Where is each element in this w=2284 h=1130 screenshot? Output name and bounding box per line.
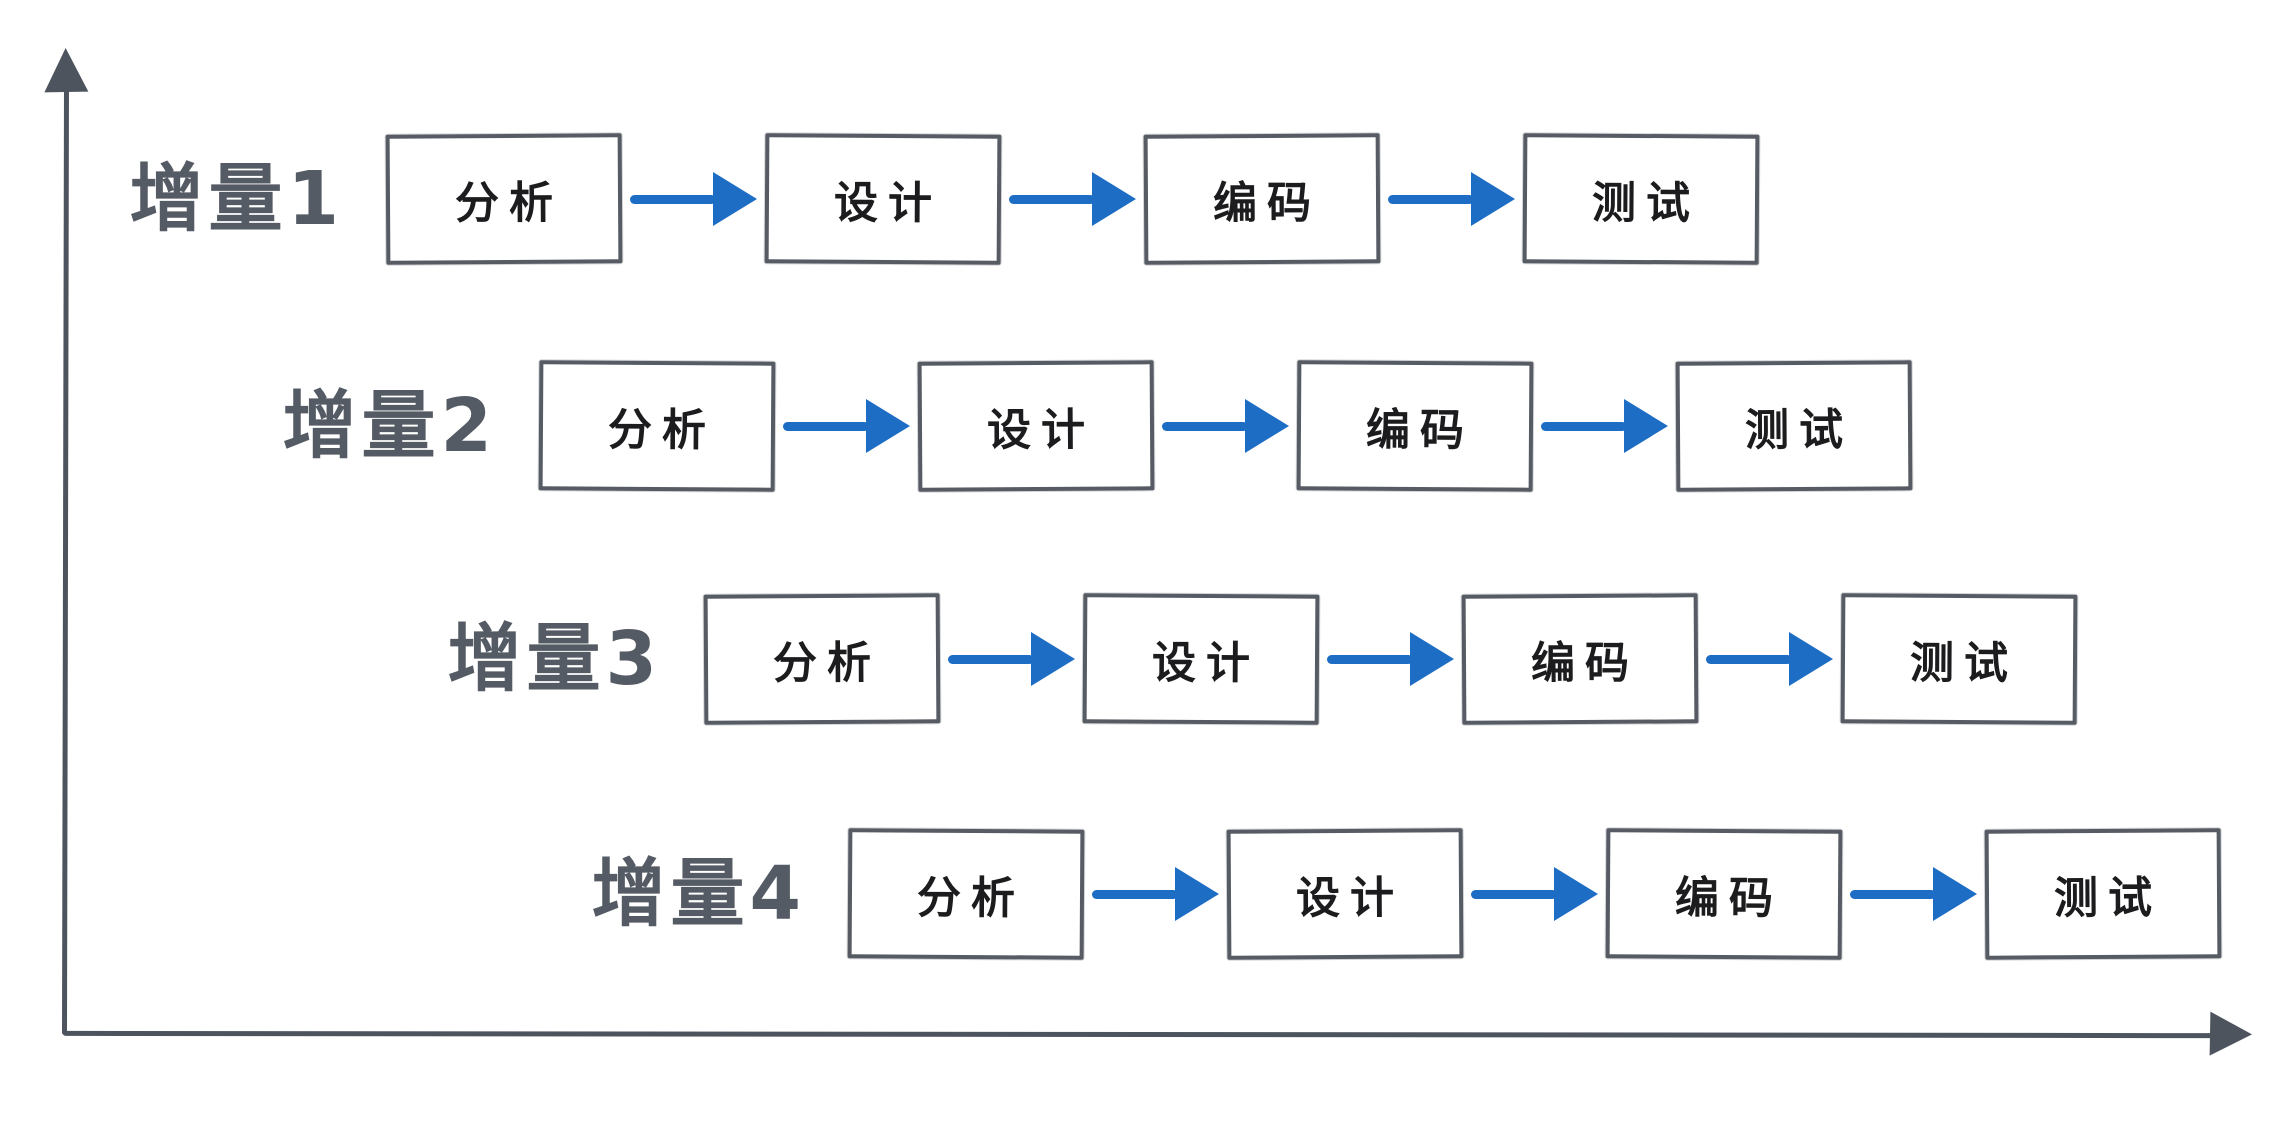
increment-row-3: 增量3 分析 设计 编码 测试 xyxy=(404,593,2078,725)
stage-box-coding: 编码 xyxy=(1605,828,1843,960)
arrow-shaft xyxy=(1388,194,1474,204)
x-axis-line xyxy=(62,1030,2214,1039)
stage-box-design: 设计 xyxy=(1226,828,1464,960)
arrow-head xyxy=(1092,172,1136,226)
increment-label: 增量4 xyxy=(591,851,806,937)
arrow-shaft xyxy=(1162,421,1248,431)
stage-box-design: 设计 xyxy=(917,360,1155,492)
arrow-shaft xyxy=(1092,889,1178,899)
flow-arrow-icon xyxy=(1084,867,1227,921)
arrow-head xyxy=(1175,867,1219,921)
increment-row-4: 增量4 分析 设计 编码 测试 xyxy=(548,828,2222,960)
stage-box-testing: 测试 xyxy=(1840,593,2078,725)
stage-box-analysis: 分析 xyxy=(538,360,776,492)
arrow-shaft xyxy=(1706,654,1792,664)
flow-arrow-icon xyxy=(1380,172,1523,226)
arrow-shaft xyxy=(783,421,869,431)
arrow-shaft xyxy=(948,654,1034,664)
flow-arrow-icon xyxy=(775,399,918,453)
flow-arrow-icon xyxy=(1154,399,1297,453)
arrow-head xyxy=(1933,867,1977,921)
arrow-shaft xyxy=(1541,421,1627,431)
stage-box-analysis: 分析 xyxy=(703,593,941,725)
flow-arrow-icon xyxy=(622,172,765,226)
stage-box-testing: 测试 xyxy=(1522,133,1760,265)
y-axis-arrow-up-icon xyxy=(43,47,89,93)
increment-row-2: 增量2 分析 设计 编码 测试 xyxy=(239,360,1913,492)
flow-arrow-icon xyxy=(1319,632,1462,686)
arrow-head xyxy=(1031,632,1075,686)
increment-label: 增量3 xyxy=(447,616,662,702)
stage-box-testing: 测试 xyxy=(1675,360,1913,492)
flow-arrow-icon xyxy=(1533,399,1676,453)
arrow-shaft xyxy=(1471,889,1557,899)
stage-box-coding: 编码 xyxy=(1143,133,1381,265)
stage-box-coding: 编码 xyxy=(1296,360,1534,492)
arrow-head xyxy=(1789,632,1833,686)
arrow-shaft xyxy=(1850,889,1936,899)
arrow-shaft xyxy=(1327,654,1413,664)
stage-box-analysis: 分析 xyxy=(385,133,623,265)
arrow-head xyxy=(713,172,757,226)
arrow-head xyxy=(866,399,910,453)
arrow-head xyxy=(1624,399,1668,453)
arrow-shaft xyxy=(630,194,716,204)
increment-row-1: 增量1 分析 设计 编码 测试 xyxy=(86,133,1760,265)
flow-arrow-icon xyxy=(1001,172,1144,226)
arrow-head xyxy=(1471,172,1515,226)
stage-box-coding: 编码 xyxy=(1461,593,1699,725)
flow-arrow-icon xyxy=(1842,867,1985,921)
arrow-head xyxy=(1554,867,1598,921)
stage-box-analysis: 分析 xyxy=(847,828,1085,960)
increment-label: 增量1 xyxy=(129,156,344,242)
stage-box-design: 设计 xyxy=(764,133,1002,265)
y-axis-line xyxy=(62,83,69,1036)
arrow-head xyxy=(1410,632,1454,686)
flow-arrow-icon xyxy=(1463,867,1606,921)
stage-box-design: 设计 xyxy=(1082,593,1320,725)
x-axis-arrow-right-icon xyxy=(2209,1011,2253,1057)
stage-box-testing: 测试 xyxy=(1984,828,2222,960)
flow-arrow-icon xyxy=(1698,632,1841,686)
arrow-shaft xyxy=(1009,194,1095,204)
arrow-head xyxy=(1245,399,1289,453)
increment-label: 增量2 xyxy=(282,383,497,469)
flow-arrow-icon xyxy=(940,632,1083,686)
